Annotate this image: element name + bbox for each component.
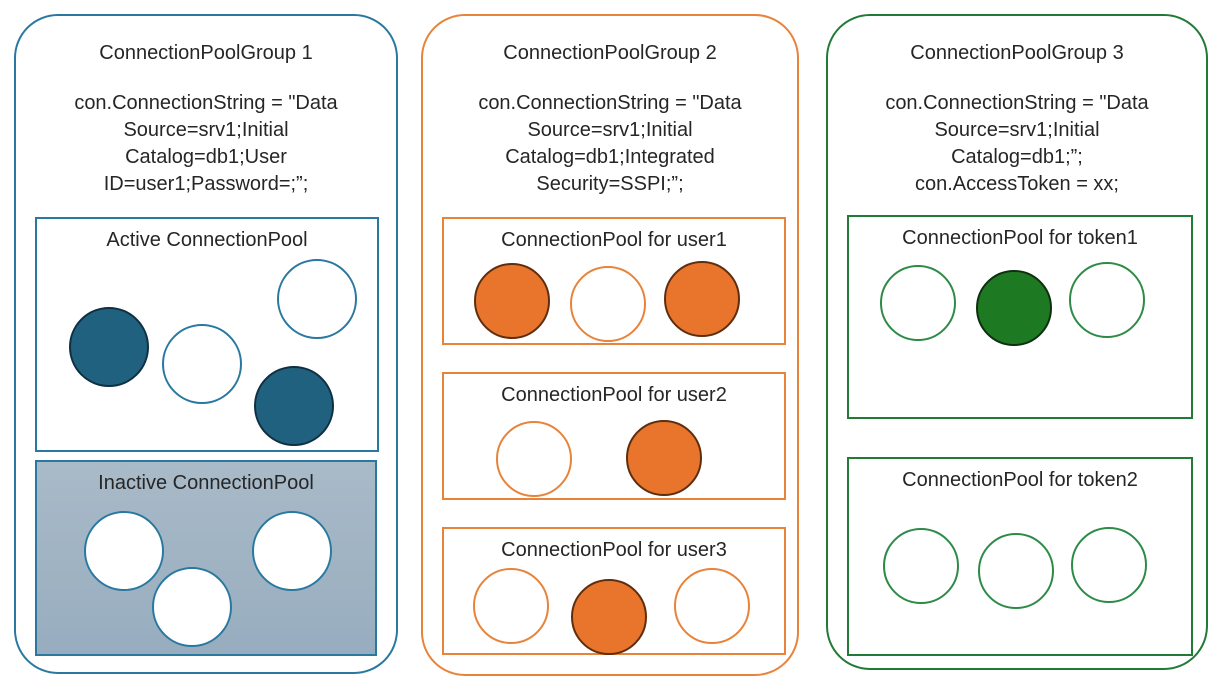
connection-string-code: con.ConnectionString = "Data Source=srv1… (478, 92, 742, 195)
active-connection-circle (474, 263, 550, 339)
pool-title: ConnectionPool for token1 (902, 227, 1138, 249)
connection-circles (849, 459, 1191, 654)
connection-pool-user1: ConnectionPool for user1 (442, 217, 786, 345)
pool-title: Active ConnectionPool (106, 229, 308, 251)
connection-circles (444, 529, 784, 655)
active-connection-circle (69, 307, 149, 387)
active-connection-circle (976, 270, 1052, 346)
group-title: ConnectionPoolGroup 3 (910, 42, 1124, 64)
connection-circles (849, 217, 1191, 417)
connection-pool-user3: ConnectionPool for user3 (442, 527, 786, 655)
connection-string-code: con.ConnectionString = "Data Source=srv1… (885, 92, 1149, 195)
idle-connection-circle (277, 259, 357, 339)
active-connection-circle (626, 420, 702, 496)
connection-pool-token2: ConnectionPool for token2 (847, 457, 1193, 656)
connection-circles (37, 219, 377, 450)
connection-pool-group-1: ConnectionPoolGroup 1 con.ConnectionStri… (14, 14, 398, 674)
connection-circles (444, 374, 784, 498)
pool-title: ConnectionPool for token2 (902, 469, 1138, 491)
idle-connection-circle (252, 511, 332, 591)
idle-connection-circle (162, 324, 242, 404)
active-connection-pool: Active ConnectionPool (35, 217, 379, 452)
idle-connection-circle (978, 533, 1054, 609)
idle-connection-circle (496, 421, 572, 497)
active-connection-circle (664, 261, 740, 337)
idle-connection-circle (880, 265, 956, 341)
connection-pool-group-2: ConnectionPoolGroup 2 con.ConnectionStri… (421, 14, 799, 676)
idle-connection-circle (674, 568, 750, 644)
idle-connection-circle (1071, 527, 1147, 603)
pool-title: ConnectionPool for user1 (501, 229, 727, 251)
connection-pool-token1: ConnectionPool for token1 (847, 215, 1193, 419)
idle-connection-circle (84, 511, 164, 591)
idle-connection-circle (1069, 262, 1145, 338)
group-title: ConnectionPoolGroup 1 (99, 42, 313, 64)
idle-connection-circle (152, 567, 232, 647)
connection-pool-user2: ConnectionPool for user2 (442, 372, 786, 500)
pool-title: ConnectionPool for user2 (501, 384, 727, 406)
connection-pool-group-3: ConnectionPoolGroup 3 con.ConnectionStri… (826, 14, 1208, 670)
group-title: ConnectionPoolGroup 2 (503, 42, 717, 64)
inactive-connection-pool: Inactive ConnectionPool (35, 460, 377, 656)
pool-title: Inactive ConnectionPool (98, 472, 314, 494)
idle-connection-circle (473, 568, 549, 644)
pool-title: ConnectionPool for user3 (501, 539, 727, 561)
idle-connection-circle (883, 528, 959, 604)
connection-circles (444, 219, 784, 343)
connection-string-code: con.ConnectionString = "Data Source=srv1… (74, 92, 338, 195)
active-connection-circle (254, 366, 334, 446)
active-connection-circle (571, 579, 647, 655)
connection-circles (37, 462, 375, 654)
idle-connection-circle (570, 266, 646, 342)
